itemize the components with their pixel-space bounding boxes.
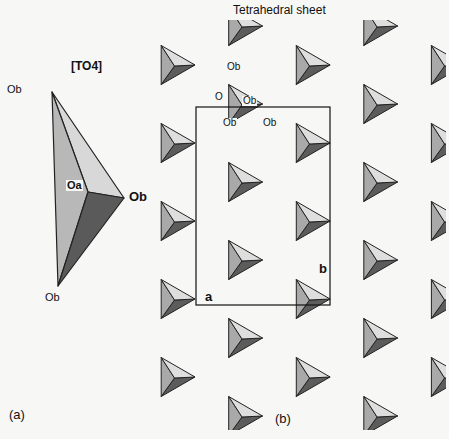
- tetrahedron-face: [364, 397, 398, 418]
- tetrahedron-face: [229, 20, 263, 27]
- tetrahedron-face: [431, 124, 446, 145]
- panel-label: (a): [8, 408, 26, 421]
- tetrahedron-face: [229, 319, 263, 340]
- tetrahedron-face: [161, 46, 195, 67]
- tetrahedron-face: [364, 163, 398, 184]
- tetrahedron-face: [296, 46, 330, 67]
- tetrahedron-face: [161, 202, 195, 223]
- tetrahedron-face: [431, 358, 446, 379]
- oxygen-label: Ob: [242, 96, 257, 106]
- tetrahedron-face: [161, 280, 195, 301]
- tetrahedron-face: [296, 202, 330, 223]
- tetrahedron-face: [364, 241, 398, 262]
- tetrahedral-sheet: [161, 20, 446, 430]
- tetrahedron-face: [161, 358, 195, 379]
- panel-label: (b): [274, 412, 292, 425]
- tetrahedron-face: [161, 124, 195, 145]
- oxygen-label: Oa: [66, 180, 83, 191]
- tetrahedron-face: [229, 397, 263, 418]
- tetrahedron-face: [364, 20, 398, 27]
- oxygen-label: Ob: [44, 292, 61, 303]
- tetrahedron-face: [296, 280, 330, 301]
- tetrahedron-face: [296, 358, 330, 379]
- tetrahedron-face: [431, 46, 446, 67]
- oxygen-label: O: [214, 92, 224, 102]
- diagram-title: Tetrahedral sheet: [232, 4, 327, 16]
- oxygen-label: Ob: [262, 118, 277, 128]
- tetrahedron-face: [431, 280, 446, 301]
- tetrahedron-face: [229, 241, 263, 262]
- tetrahedron-face: [229, 163, 263, 184]
- tetrahedron-face: [431, 202, 446, 223]
- formula-label: [TO4]: [70, 60, 103, 72]
- axis-label: b: [318, 262, 328, 275]
- axis-label: a: [204, 290, 213, 303]
- oxygen-label: Ob: [128, 190, 148, 203]
- tetrahedron: [52, 92, 124, 286]
- tetrahedron-face: [296, 124, 330, 145]
- oxygen-label: Ob: [6, 84, 23, 95]
- tetrahedron-face: [364, 85, 398, 106]
- unit-cell: [196, 107, 330, 305]
- tetrahedron-face: [364, 319, 398, 340]
- oxygen-label: Ob: [222, 118, 237, 128]
- oxygen-label: Ob: [226, 62, 241, 72]
- tetrahedron-face: [229, 85, 263, 106]
